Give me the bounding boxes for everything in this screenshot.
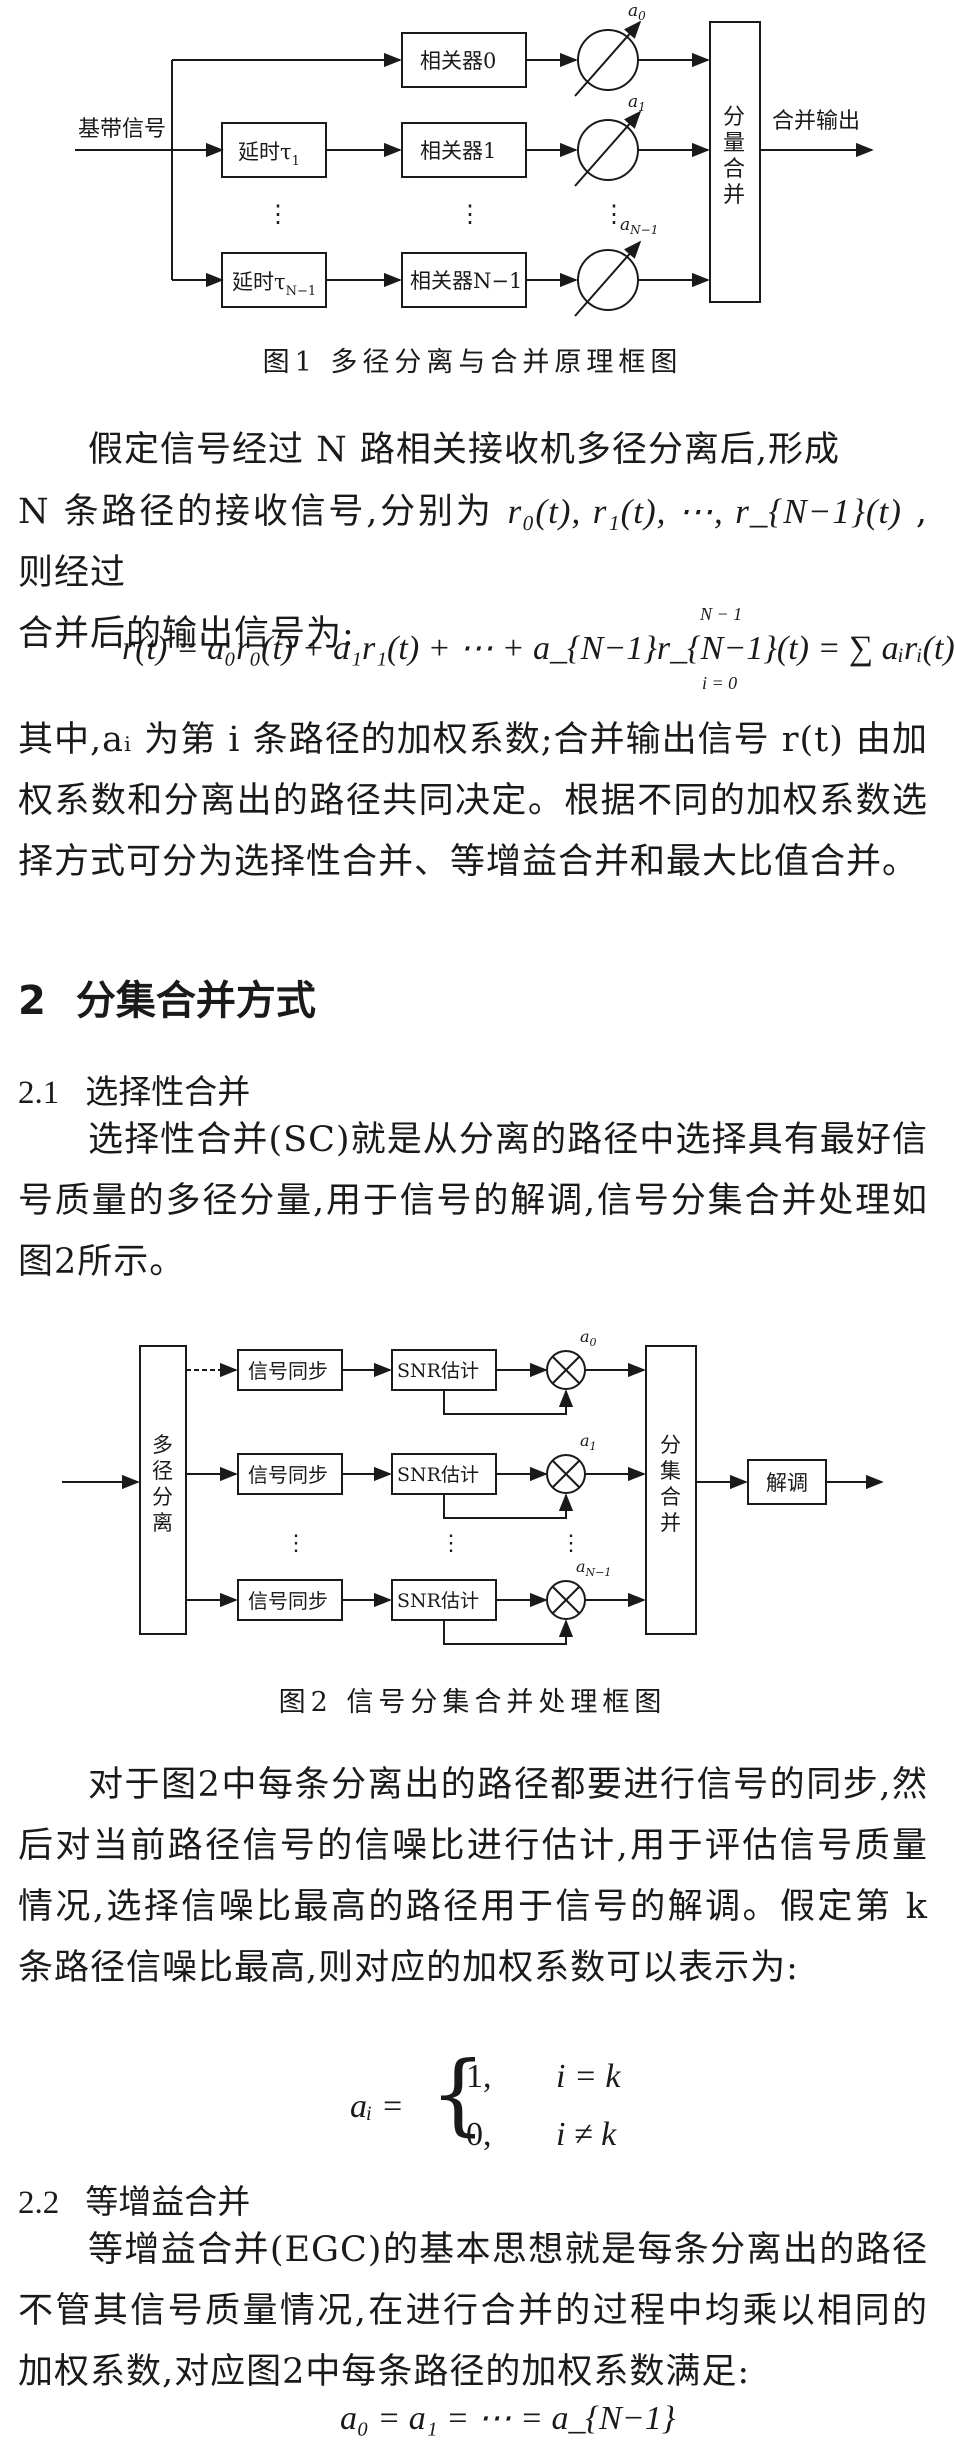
equation-3: a₀ = a₁ = ⋯ = a_{N−1} [340, 2400, 676, 2437]
weight-a1-label: a1 [628, 92, 646, 114]
weight-a0-label: a0 [628, 1, 646, 23]
combiner-char-2: 量 [723, 131, 745, 156]
sync-label-0: 信号同步 [248, 1359, 328, 1383]
snr-label-1: SNR估计 [397, 1464, 479, 1486]
combiner-box [709, 21, 761, 303]
f2-dots-weight: ⋮ [560, 1531, 582, 1556]
f2-weight-an: aN−1 [576, 1557, 611, 1579]
f2-dots-sync: ⋮ [285, 1531, 307, 1556]
sync-label-n: 信号同步 [248, 1589, 328, 1613]
delay-1-label: 延时τ1 [238, 140, 300, 169]
dots-weight: ⋮ [602, 200, 626, 228]
weight-an-label: aN−1 [620, 215, 658, 237]
paragraph-1-line-3: 合并后的输出信号为: [18, 614, 355, 654]
equation-2-case-1-cond: i = k [556, 2058, 621, 2095]
figure-2-diagram: 多 径 分 离 信号同步 信号同步 信号同步 SNR估计 SNR估计 SNR估计… [62, 1327, 884, 1645]
diversity-combine-box [645, 1345, 697, 1635]
sync-label-1: 信号同步 [248, 1463, 328, 1487]
equation-2-lhs: aᵢ = [350, 2088, 404, 2125]
sum-upper-limit: N − 1 [700, 604, 743, 624]
f2-weight-a1: a1 [580, 1431, 597, 1453]
split-char-1: 多 [152, 1433, 173, 1457]
dots-delay: ⋮ [266, 200, 290, 228]
figure-1-diagram: 基带信号 合并输出 延时τ1 延时τN−1 相关器0 相关器1 相关器N−1 a… [75, 1, 874, 317]
figure-2-caption: 图2 信号分集合并处理框图 [278, 1687, 667, 1718]
delay-n-label: 延时τN−1 [232, 270, 316, 299]
combiner-char-3: 合 [723, 157, 745, 182]
signal-list: r₀(t), r₁(t), ⋯, r_{N−1}(t) [507, 492, 902, 531]
combine-char-2: 集 [660, 1459, 681, 1483]
paragraph-3: 选择性合并(SC)就是从分离的路径中选择具有最好信号质量的多径分量,用于信号的解… [18, 1120, 928, 1282]
equation-2-brace: { [430, 2042, 486, 2145]
split-char-4: 离 [152, 1511, 173, 1535]
equation-2-case-1-value: 1, [466, 2058, 492, 2095]
paragraph-4: 对于图2中每条分离出的路径都要进行信号的同步,然后对当前路径信号的信噪比进行估计… [18, 1765, 928, 1988]
combiner-char-1: 分 [723, 105, 745, 130]
correlator-n-label: 相关器N−1 [410, 269, 522, 293]
sum-lower-limit: i = 0 [702, 673, 738, 693]
equation-2-case-2-value: 0, [466, 2116, 492, 2153]
correlator-1-label: 相关器1 [420, 139, 496, 163]
input-label: 基带信号 [78, 117, 166, 142]
demod-label: 解调 [766, 1471, 808, 1495]
f2-dots-snr: ⋮ [440, 1531, 462, 1556]
paragraph-1-line-1: 假定信号经过 N 路相关接收机多径分离后,形成 [88, 430, 841, 470]
combiner-char-4: 并 [723, 183, 745, 208]
equation-2-case-2-cond: i ≠ k [556, 2116, 617, 2153]
paragraph-2: 其中,aᵢ 为第 i 条路径的加权系数;合并输出信号 r(t) 由加权系数和分离… [18, 720, 928, 882]
output-label: 合并输出 [772, 109, 860, 134]
paragraph-1: 假定信号经过 N 路相关接收机多径分离后,形成 N 条路径的接收信号,分别为 r… [18, 420, 928, 665]
section-2-number: 2 [18, 978, 46, 1024]
multipath-split-box [139, 1345, 187, 1635]
split-char-2: 径 [152, 1459, 173, 1483]
figure-1-caption: 图1 多径分离与合并原理框图 [262, 347, 683, 378]
dots-correlator: ⋮ [458, 200, 482, 228]
correlator-0-label: 相关器0 [420, 49, 496, 73]
combine-char-3: 合 [660, 1485, 681, 1509]
snr-label-0: SNR估计 [397, 1360, 479, 1382]
paragraph-1-line-2: N 条路径的接收信号,分别为 r₀(t), r₁(t), ⋯, r_{N−1}(… [18, 492, 928, 593]
snr-label-n: SNR估计 [397, 1590, 479, 1612]
equation-1: r(t) = a₀r₀(t) + a₁r₁(t) + ⋯ + a_{N−1}r_… [122, 630, 955, 667]
f2-weight-a0: a0 [580, 1327, 597, 1349]
section-2-heading: 2 分集合并方式 [18, 968, 316, 1026]
combine-char-1: 分 [660, 1433, 681, 1457]
combine-char-4: 并 [660, 1511, 681, 1535]
section-2-title: 分集合并方式 [75, 978, 316, 1024]
split-char-3: 分 [152, 1485, 173, 1509]
paragraph-5: 等增益合并(EGC)的基本思想就是每条分离出的路径不管其信号质量情况,在进行合并… [18, 2230, 928, 2392]
